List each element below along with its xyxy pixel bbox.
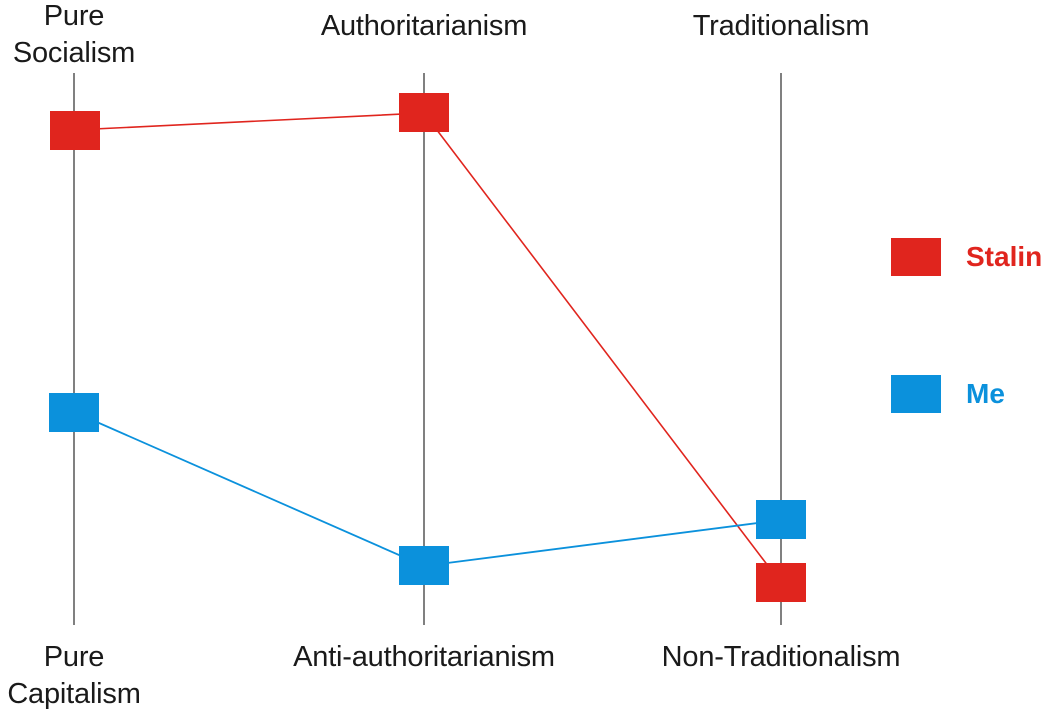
chart-legend: Stalin Me: [891, 238, 1044, 418]
axis-top-label-tradition: Traditionalism: [692, 10, 870, 42]
legend-label-me: Me: [966, 378, 1005, 409]
marker-stalin-economic[interactable]: [50, 111, 100, 150]
marker-stalin-tradition[interactable]: [756, 563, 806, 602]
marker-stalin-authority[interactable]: [399, 93, 449, 132]
legend-swatch-me-icon: [891, 375, 941, 413]
axis-line-authority: [423, 73, 425, 625]
axis-line-economic: [73, 73, 75, 625]
marker-me-authority[interactable]: [399, 546, 449, 585]
series-line-stalin: [73, 112, 782, 584]
series-line-me: [73, 411, 782, 567]
legend-item-me[interactable]: Me: [891, 375, 1005, 413]
axis-line-tradition: [780, 73, 782, 625]
axis-bottom-label-authority: Anti-authoritarianism: [293, 641, 555, 673]
legend-swatch-stalin-icon: [891, 238, 941, 276]
legend-item-stalin[interactable]: Stalin: [891, 238, 1042, 276]
marker-me-tradition[interactable]: [756, 500, 806, 539]
axis-bottom-label-economic: Pure Capitalism: [7, 641, 141, 710]
marker-me-economic[interactable]: [49, 393, 99, 432]
axis-top-label-economic: Pure Socialism: [12, 0, 136, 69]
legend-label-stalin: Stalin: [966, 241, 1043, 272]
axis-top-label-authority: Authoritarianism: [320, 10, 528, 42]
axis-bottom-label-tradition: Non-Traditionalism: [661, 641, 901, 673]
